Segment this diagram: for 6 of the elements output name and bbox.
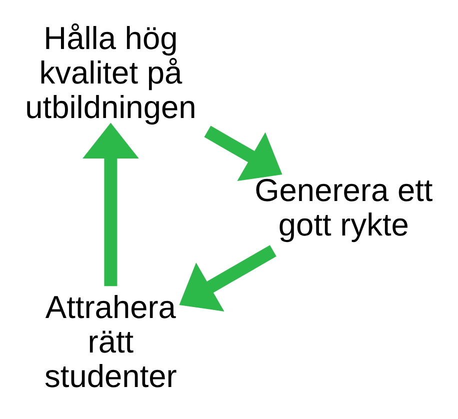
node-text: Attrahera rätt studenter: [44, 288, 177, 394]
arrow: [82, 122, 139, 286]
node-text: Hålla hög kvalitet på utbildningen: [25, 19, 196, 125]
arrow: [179, 244, 276, 311]
arrow: [204, 125, 282, 181]
node-text: Generera ett gott rykte: [254, 171, 433, 242]
